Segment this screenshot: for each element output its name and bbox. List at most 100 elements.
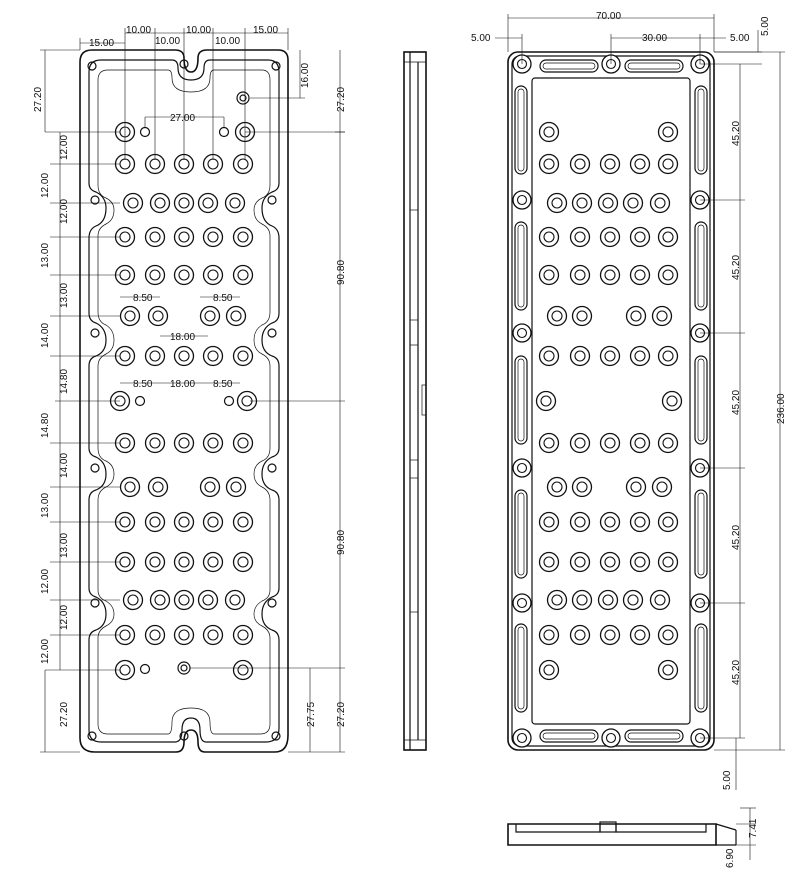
- back-led-hole: [657, 264, 679, 286]
- front-led-hole: [114, 659, 136, 681]
- front-small-holes: [134, 91, 250, 675]
- back-led-hole: [538, 624, 560, 646]
- dim-741: 7.41: [748, 818, 759, 838]
- front-led-hole: [173, 432, 195, 454]
- front-led-hole: [202, 345, 224, 367]
- back-led-hole: [599, 345, 621, 367]
- back-led-hole: [622, 589, 644, 611]
- dim-pitch-b: 12.00: [40, 173, 51, 198]
- front-led-hole: [144, 624, 166, 646]
- back-slot-inner: [517, 626, 525, 710]
- dim-pitch-c: 12.00: [59, 199, 70, 224]
- dim-27-20-top-right: 27.20: [336, 87, 347, 112]
- back-led-hole: [569, 153, 591, 175]
- dim-5-right: 5.00: [730, 33, 750, 44]
- back-led-hole: [569, 624, 591, 646]
- front-led-hole: [232, 153, 254, 175]
- back-led-hole: [538, 659, 560, 681]
- front-led-hole: [147, 476, 169, 498]
- back-dimension-texts: 70.00 5.00 30.00 5.00 5.00 45.20 45.20 4…: [471, 11, 787, 790]
- back-slot-inner: [697, 492, 705, 576]
- front-led-hole: [202, 153, 224, 175]
- back-led-hole: [657, 345, 679, 367]
- front-led-hole: [224, 589, 246, 611]
- dim-10-a: 10.00: [126, 25, 151, 36]
- dim-pitch-i: 14.00: [59, 453, 70, 478]
- dim-18-a: 18.00: [170, 332, 195, 343]
- back-led-hole: [657, 624, 679, 646]
- back-slot-inner: [517, 88, 525, 172]
- back-led-hole: [629, 264, 651, 286]
- dim-pitch-a: 12.00: [59, 135, 70, 160]
- back-mount-hole: [512, 190, 532, 210]
- back-led-hole: [599, 511, 621, 533]
- dim-850-d: 8.50: [213, 379, 233, 390]
- dim-90-80-top: 90.80: [336, 260, 347, 285]
- dim-4520-d: 45.20: [731, 525, 742, 550]
- dim-27: 27.00: [170, 113, 195, 124]
- back-led-hole: [538, 511, 560, 533]
- front-led-hole: [173, 192, 195, 214]
- back-led-hole: [649, 192, 671, 214]
- front-led-hole: [232, 624, 254, 646]
- front-led-hole: [236, 390, 258, 412]
- front-led-hole: [232, 511, 254, 533]
- back-led-hole: [649, 589, 671, 611]
- dim-27-20-bottom-right: 27.20: [336, 702, 347, 727]
- back-slot: [624, 729, 684, 743]
- back-led-hole: [629, 345, 651, 367]
- dim-5-bottom: 5.00: [722, 770, 733, 790]
- front-led-hole: [144, 153, 166, 175]
- front-led-hole: [232, 659, 254, 681]
- back-led-hole: [657, 511, 679, 533]
- dim-4520-b: 45.20: [731, 255, 742, 280]
- front-view: 15.00 10.00 10.00 10.00 10.00 15.00 16.0…: [33, 25, 347, 753]
- front-inner-boundary: [88, 59, 280, 743]
- dim-pitch-k: 13.00: [59, 533, 70, 558]
- front-led-hole: [119, 305, 141, 327]
- back-led-hole: [629, 551, 651, 573]
- back-mount-hole: [512, 323, 532, 343]
- back-slot-inner: [697, 626, 705, 710]
- dim-70: 70.00: [596, 11, 621, 22]
- front-led-hole: [144, 345, 166, 367]
- front-led-hole: [232, 345, 254, 367]
- back-slot: [514, 623, 528, 713]
- back-slot-inner: [517, 358, 525, 442]
- dim-850-a: 8.50: [133, 293, 153, 304]
- back-led-hole: [571, 192, 593, 214]
- back-slot-inner: [697, 224, 705, 308]
- front-led-hole: [114, 345, 136, 367]
- back-led-holes: [535, 121, 683, 681]
- back-slot-inner: [542, 62, 596, 70]
- front-dimension-lines: [40, 28, 345, 753]
- dim-pitch-m: 12.00: [59, 605, 70, 630]
- front-led-hole: [114, 153, 136, 175]
- front-led-hole: [114, 551, 136, 573]
- dim-27-75: 27.75: [306, 702, 317, 727]
- dim-10-d: 10.00: [215, 36, 240, 47]
- dim-pitch-h: 14.80: [40, 413, 51, 438]
- back-view: 70.00 5.00 30.00 5.00 5.00 45.20 45.20 4…: [471, 11, 787, 790]
- section-profile: [507, 823, 717, 846]
- back-slot-inner: [697, 358, 705, 442]
- dim-850-b: 8.50: [213, 293, 233, 304]
- front-led-hole: [202, 551, 224, 573]
- back-led-hole: [538, 345, 560, 367]
- front-led-hole: [122, 192, 144, 214]
- side-view: [403, 51, 427, 751]
- front-led-hole: [173, 264, 195, 286]
- back-led-hole: [546, 305, 568, 327]
- back-led-hole: [569, 432, 591, 454]
- back-led-hole: [546, 476, 568, 498]
- back-slot: [694, 85, 708, 175]
- back-led-hole: [538, 551, 560, 573]
- back-led-hole: [657, 432, 679, 454]
- front-led-hole: [173, 153, 195, 175]
- back-led-hole: [629, 153, 651, 175]
- back-led-hole: [569, 226, 591, 248]
- front-led-hole: [173, 345, 195, 367]
- back-mount-hole: [512, 728, 532, 748]
- back-led-hole: [657, 659, 679, 681]
- dim-236: 236.00: [776, 393, 787, 424]
